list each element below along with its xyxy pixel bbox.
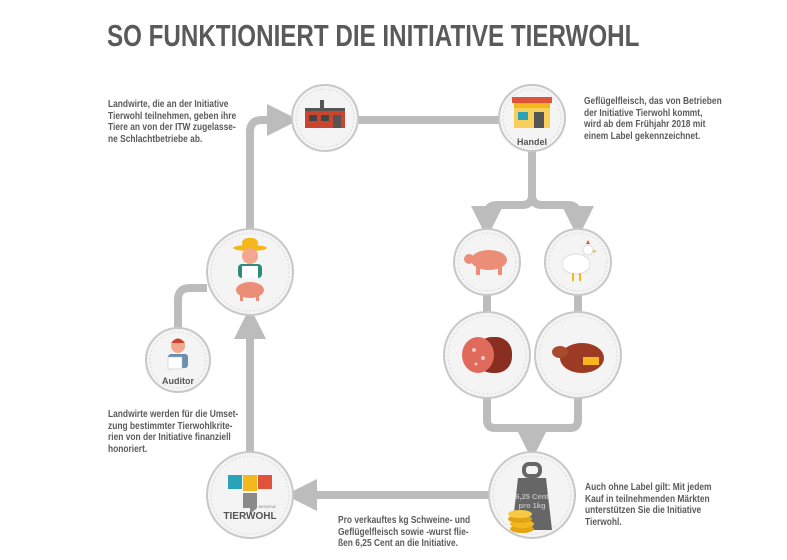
- arrow-retail-to-pig: [471, 151, 536, 238]
- text-line: ne Schlachtbetriebe ab.: [108, 132, 203, 145]
- retail-label: Handel: [517, 137, 547, 147]
- farmer-with-pig-icon: [233, 238, 267, 301]
- arrow-meat-to-weight: [483, 398, 582, 444]
- pig-node: [453, 228, 521, 296]
- initiative-tierwohl-logo: INITIATIVE TIERWOHL: [223, 475, 277, 522]
- text-line: Landwirte werden für die Umset-: [108, 408, 239, 420]
- slaughterhouse-icon: [305, 100, 345, 128]
- line-auditor-to-farmer: [174, 284, 207, 328]
- logo-node: INITIATIVE TIERWOHL: [206, 451, 294, 539]
- text-line: Pro verkauftes kg Schweine- und: [338, 514, 471, 526]
- auditor-icon: [167, 338, 188, 370]
- farmer-node: [206, 228, 294, 316]
- text-farmers-rewarded: Landwirte werden für die Umset- zung bes…: [108, 408, 239, 455]
- chicken-icon: [561, 240, 597, 281]
- auditor-node: Auditor: [145, 327, 211, 393]
- text-poultry-label: Geflügelfleisch, das von Betrieben der I…: [584, 95, 722, 142]
- logo-initiative-text: INITIATIVE: [259, 505, 277, 509]
- weight-unit-label: pro 1kg: [518, 501, 546, 510]
- text-line: Tierwohl.: [585, 515, 622, 528]
- chicken-node: [544, 228, 612, 296]
- sausage-node: [443, 311, 531, 399]
- sausage-icon: [462, 337, 512, 373]
- text-line: Geflügelfleisch, das von Betrieben: [584, 95, 722, 107]
- text-line: Geflügelfleisch sowie -wurst flie-: [338, 525, 469, 538]
- connector-lines: [174, 104, 594, 511]
- retail-node: Handel: [498, 84, 566, 152]
- logo-tierwohl-text: TIERWOHL: [223, 511, 276, 522]
- shop-icon: [512, 97, 552, 128]
- auditor-label: Auditor: [162, 376, 194, 386]
- arrow-retail-to-chicken: [528, 194, 594, 238]
- pig-icon: [464, 250, 507, 275]
- poultry-meat-node: [534, 311, 622, 399]
- coins-icon: [508, 510, 534, 533]
- weight-node: 6,25 Cent pro 1kg: [488, 451, 576, 539]
- text-farmers-deliver: Landwirte, die an der Initiative Tierwoh…: [108, 98, 237, 145]
- roast-chicken-icon: [552, 343, 604, 373]
- text-line: der Initiative Tierwohl kommt,: [584, 106, 703, 119]
- text-without-label: Auch ohne Label gilt: Mit jedem Kauf in …: [585, 481, 712, 528]
- text-line: honoriert.: [108, 442, 148, 455]
- weight-price-label: 6,25 Cent: [515, 492, 549, 501]
- page-title: SO FUNKTIONIERT DIE INITIATIVE TIERWOHL: [107, 18, 640, 53]
- text-line: einem Label gekennzeichnet.: [584, 129, 701, 142]
- text-line: Tiere an von der ITW zugelasse-: [108, 121, 236, 133]
- text-line: Auch ohne Label gilt: Mit jedem: [585, 481, 712, 493]
- arrow-farmer-to-slaughter: [246, 104, 299, 229]
- text-cent-per-kg: Pro verkauftes kg Schweine- und Geflügel…: [338, 514, 471, 550]
- text-line: Tierwohl teilnehmen, geben ihre: [108, 109, 237, 122]
- text-line: unterstützen Sie die Initiative: [585, 504, 702, 516]
- text-line: Landwirte, die an der Initiative: [108, 98, 229, 110]
- text-line: rien von der Initiative finanziell: [108, 431, 231, 443]
- text-line: Kauf in teilnehmenden Märkten: [585, 492, 710, 505]
- text-line: ßen 6,25 Cent an die Initiative.: [338, 537, 458, 549]
- slaughterhouse-node: [291, 84, 359, 152]
- text-line: wird ab dem Frühjahr 2018 mit: [584, 118, 706, 130]
- text-line: zung bestimmter Tierwohlkrite-: [108, 419, 233, 432]
